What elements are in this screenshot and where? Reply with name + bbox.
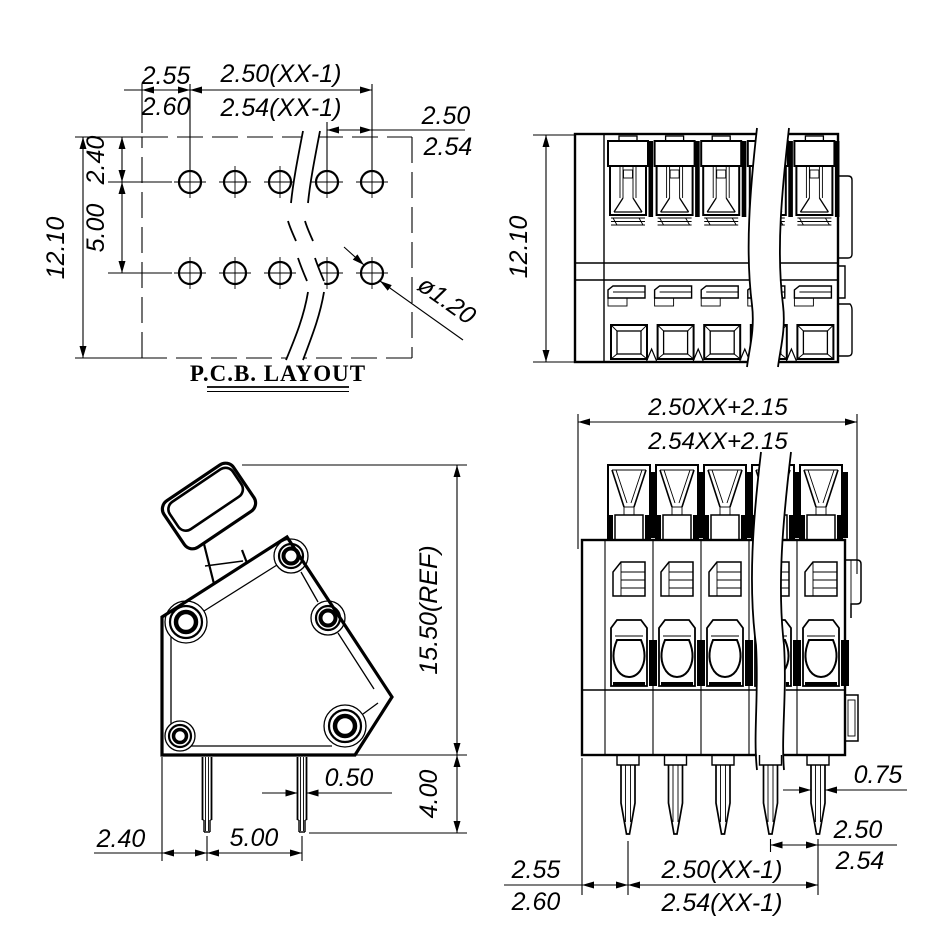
- pcb-break-line: [285, 130, 325, 361]
- dim-pcb-row-offset: 2.40: [82, 136, 110, 186]
- dim-fp-pin-span-b: 2.54(XX-1): [661, 889, 783, 917]
- pcb-holes-row-2: [172, 255, 390, 291]
- view-side: 15.50(REF) 4.00 0.50 2.40 5.00: [94, 461, 467, 861]
- dim-pcb-edge-offset-b: 2.60: [141, 93, 191, 121]
- dim-side-pin-length: 4.00: [415, 770, 443, 819]
- front-break-line: [746, 127, 790, 368]
- dim-pcb-edge-offset-a: 2.55: [141, 62, 191, 90]
- dim-front-height: 12.10: [505, 216, 533, 279]
- dim-fp-pin-width: 0.75: [854, 761, 903, 789]
- dim-pcb-hole-span-b: 2.54(XX-1): [220, 94, 342, 122]
- front-dimensions: 12.10: [505, 134, 575, 363]
- dim-fp-overall-a: 2.50XX+2.15: [647, 394, 788, 421]
- dim-fp-pitch-b: 2.54: [835, 847, 885, 875]
- pcb-layout-label: P.C.B. LAYOUT: [190, 361, 366, 386]
- front-pins-side-flange: [845, 559, 862, 742]
- dim-side-total-height: 15.50(REF): [415, 545, 443, 674]
- dim-pcb-hole-dia: ø1.20: [412, 271, 481, 331]
- dim-side-pin-gap: 5.00: [230, 824, 279, 852]
- pcb-dimensions: 2.55 2.60 2.50(XX-1) 2.54(XX-1) 2.50 2.5…: [42, 60, 481, 359]
- pcb-board-outline: [141, 136, 413, 359]
- side-holes: [167, 542, 363, 749]
- front-pins-dimensions: 2.50XX+2.15 2.54XX+2.15 0.75 2.50 2.54 2…: [504, 394, 907, 917]
- dim-pcb-hole-span-a: 2.50(XX-1): [220, 60, 342, 88]
- dim-fp-edge-offset-b: 2.60: [511, 888, 561, 916]
- dim-fp-pitch-a: 2.50: [833, 816, 883, 844]
- dim-pcb-pitch-a: 2.50: [421, 102, 471, 130]
- side-pins: [201, 756, 308, 833]
- view-front: 12.10: [505, 127, 853, 368]
- view-pcb-layout: 2.55 2.60 2.50(XX-1) 2.54(XX-1) 2.50 2.5…: [42, 60, 481, 393]
- front-pins-break-line: [751, 451, 792, 771]
- side-body: [160, 534, 394, 757]
- dim-pcb-pitch-b: 2.54: [423, 133, 473, 161]
- pcb-holes-row-1: [172, 164, 390, 200]
- side-dimensions: 15.50(REF) 4.00 0.50 2.40 5.00: [94, 464, 467, 861]
- side-lever: [160, 461, 258, 551]
- dim-pcb-row-gap: 5.00: [82, 204, 110, 253]
- dim-side-pin-width: 0.50: [325, 764, 374, 792]
- dim-pcb-height: 12.10: [42, 217, 70, 280]
- front-side-flange: [838, 175, 853, 357]
- side-lever-stem: [202, 543, 249, 585]
- front-pins-pins: [616, 754, 830, 835]
- front-pins-terminal-cells: [606, 463, 851, 688]
- pcb-layout-caption: P.C.B. LAYOUT: [190, 361, 366, 393]
- dim-fp-overall-b: 2.54XX+2.15: [647, 428, 788, 455]
- dim-side-edge-to-pin: 2.40: [96, 825, 146, 853]
- dim-fp-edge-offset-a: 2.55: [511, 856, 561, 884]
- front-body: [573, 132, 840, 364]
- front-terminal-cells: [607, 135, 841, 362]
- dim-fp-pin-span-a: 2.50(XX-1): [661, 856, 783, 884]
- view-front-pins: 2.50XX+2.15 2.54XX+2.15 0.75 2.50 2.54 2…: [504, 394, 907, 917]
